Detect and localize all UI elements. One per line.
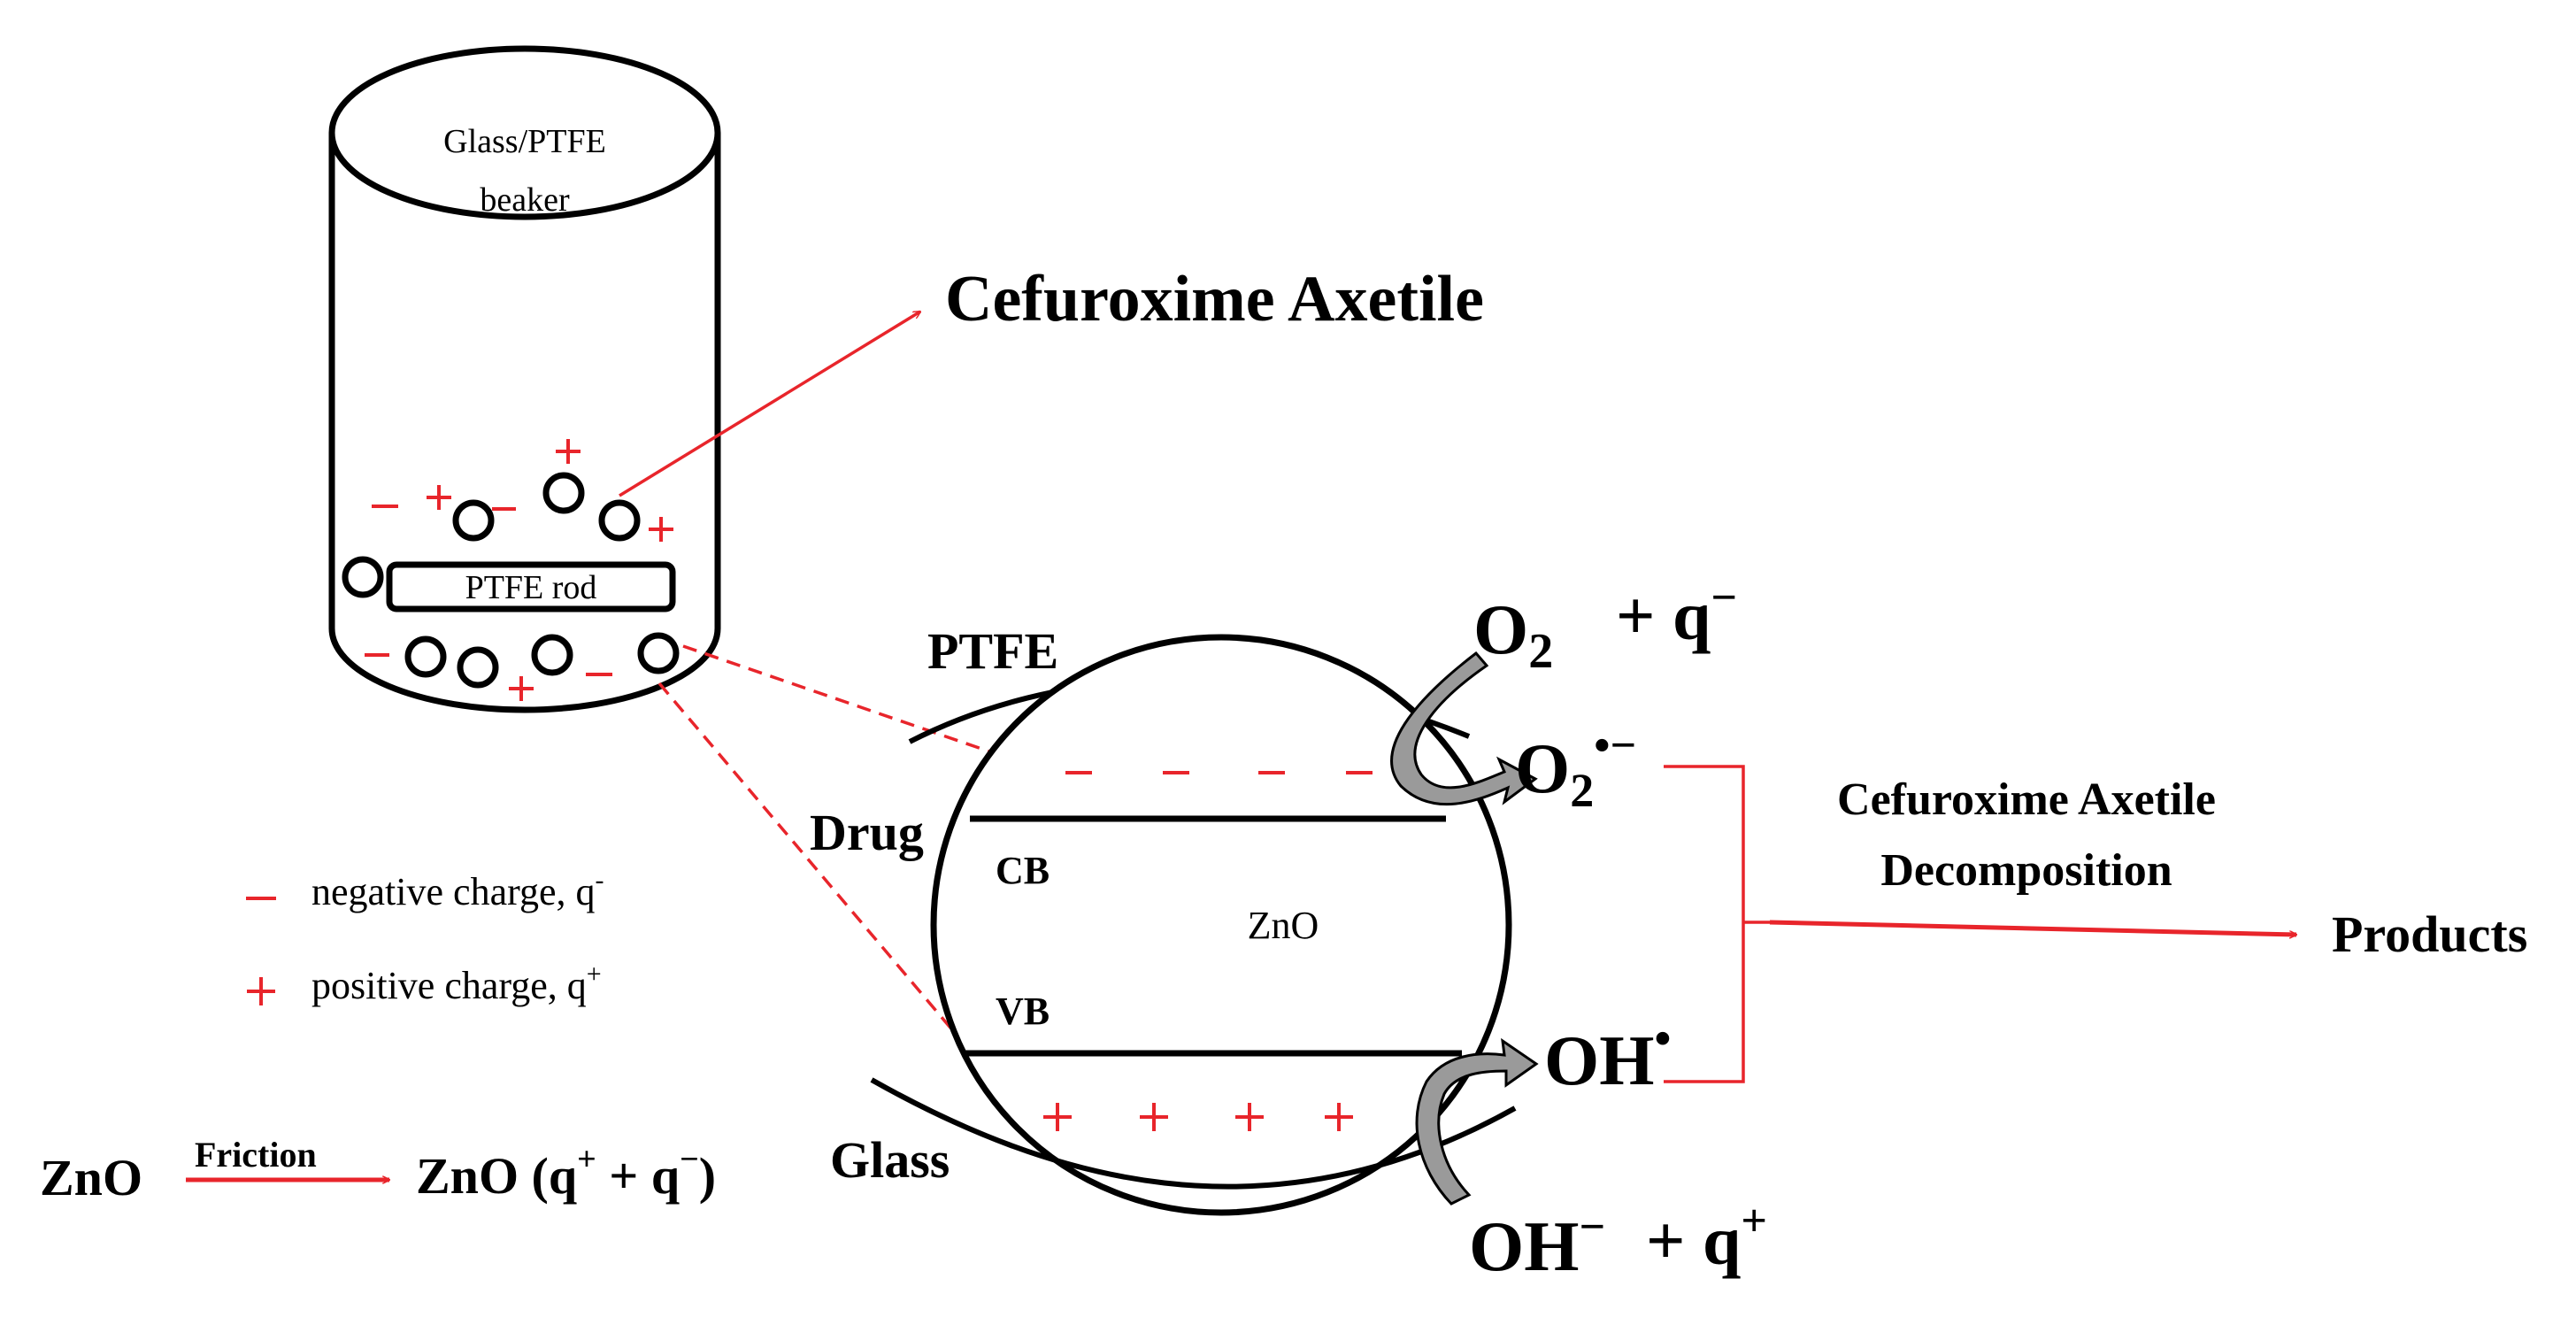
beaker-label-line2: beaker [480,181,570,219]
drug-particle [404,636,447,678]
beaker-body [328,133,721,713]
zno-core-label: ZnO [1248,904,1319,947]
legend: negative charge, q- positive charge, q+ [246,866,604,1007]
drug-particles [342,472,680,689]
drug-particle [457,646,499,689]
friction-label: Friction [195,1135,317,1175]
drug-pointer-arrow [619,310,920,497]
friction-equation: ZnO Friction ZnO (q+ + q−) [40,1135,716,1206]
drug-particle [637,632,680,674]
plus-charge [509,676,534,701]
plus-charge [427,485,451,510]
zno-sphere [930,634,1512,1216]
beaker-label-line1: Glass/PTFE [443,123,606,160]
beaker-charges [365,439,673,701]
drug-particle [342,556,384,598]
decomposition-line2: Decomposition [1880,845,2172,896]
cb-label: CB [996,849,1050,892]
plus-charge [1235,1103,1264,1131]
ptfe-rod-label: PTFE rod [465,569,597,606]
radicals-bracket [1664,765,1770,1083]
drug-name-label: Cefuroxime Axetile [945,263,1484,335]
hydroxide-curved-arrow [1415,1037,1539,1206]
hydroxide-reactant: OH− [1469,1202,1605,1286]
decomposition-line1: Cefuroxime Axetile [1837,774,2216,825]
plus-charge [1043,1103,1072,1131]
ptfe-rod [386,561,676,612]
drug-label: Drug [810,804,924,861]
drug-particle [542,472,585,514]
zoom-lines [657,644,1019,1046]
legend-pos-symbol [247,977,275,1005]
equation-left: ZnO [40,1149,142,1206]
vb-label: VB [996,990,1050,1033]
glass-label: Glass [830,1131,950,1189]
plus-charge [556,439,581,464]
o2-plus-q: + q− [1616,573,1737,654]
plus-charge [1325,1103,1353,1131]
superoxide-radical: O2•− [1515,720,1636,817]
drug-particle [531,634,573,676]
drug-particle [598,499,641,542]
o2-curved-arrow [1390,651,1538,806]
beaker-rim [328,45,721,220]
legend-pos-text: positive charge, q+ [311,959,602,1007]
ptfe-label: PTFE [927,622,1058,680]
products-arrow [1769,920,2296,935]
hydroxide-plus-q: + q+ [1646,1196,1767,1279]
glass-contact-curve [870,1077,1517,1190]
zno-particle: PTFE Drug CB VB ZnO Glass [810,622,1517,1216]
o2-reactant: O2 [1473,591,1553,679]
surface-positive-charges [1043,1103,1353,1131]
equation-right: ZnO (q+ + q−) [416,1141,716,1205]
plus-charge [649,517,673,542]
reaction-arrows [1390,651,1539,1206]
legend-neg-text: negative charge, q- [311,866,604,913]
drug-particle [452,499,495,542]
beaker: Glass/PTFE beaker PTFE rod [328,45,721,713]
hydroxyl-radical: OH• [1544,1012,1671,1100]
plus-charge [1140,1103,1168,1131]
products-label: Products [2332,905,2527,963]
